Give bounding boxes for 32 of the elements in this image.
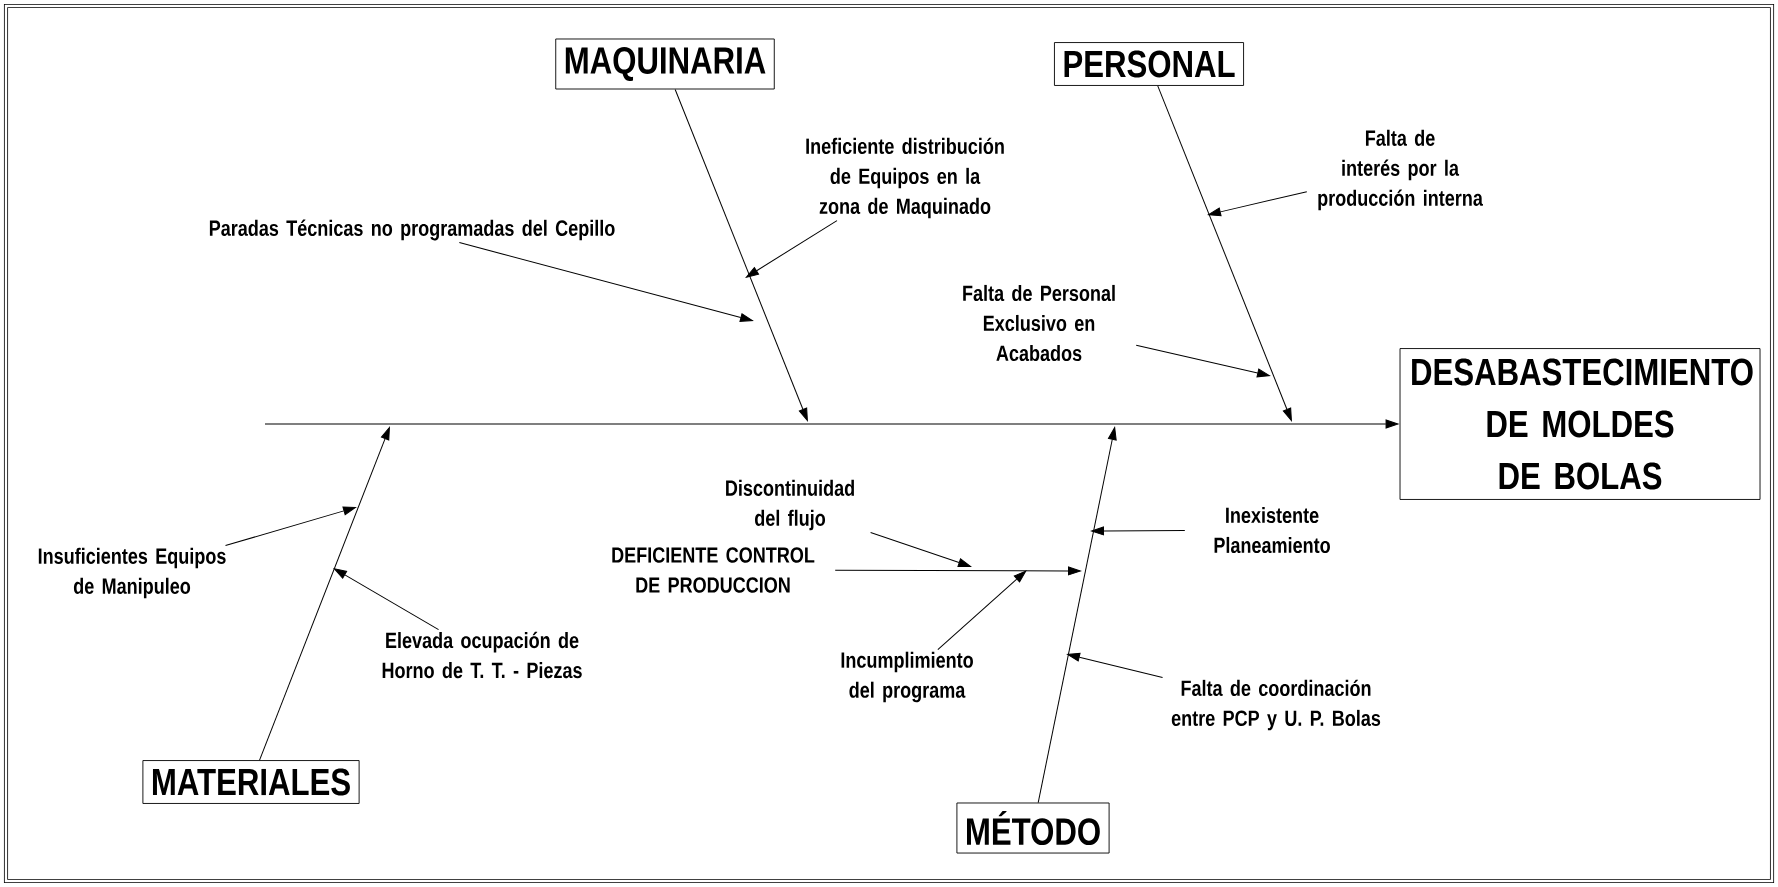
category-box: MAQUINARIA: [555, 38, 775, 90]
cause-text: Ineficiente distribución de Equipos en la zona de Maquinado: [806, 137, 1004, 219]
cause-text: Incumplimiento del programa: [841, 651, 973, 703]
cause-text: Falta de coordinación entre PCP y U. P. Bolas: [1171, 679, 1381, 731]
arrow: [1037, 427, 1117, 804]
spine-arrow: [264, 419, 1399, 429]
category-box: MATERIALES: [142, 760, 360, 804]
category-box: MÉTODO: [956, 802, 1110, 854]
cause-text: Discontinuidad del flujo: [726, 479, 854, 531]
arrow: [1091, 526, 1186, 536]
arrow: [1208, 191, 1308, 217]
arrow: [1067, 652, 1164, 678]
arrow: [674, 88, 808, 421]
cause-text: Paradas Técnicas no programadas del Cepillo: [209, 219, 615, 241]
category-box: PERSONAL: [1054, 42, 1245, 86]
cause-text: Inexistente Planeamiento: [1214, 506, 1330, 554]
arrow: [745, 220, 838, 278]
arrow: [1135, 344, 1270, 378]
cause-text: Falta de interés por la producción interna: [1318, 129, 1483, 211]
arrow: [870, 531, 971, 567]
arrow: [458, 242, 753, 322]
cause-text: Elevada ocupación de Horno de T. T. - Piezas: [382, 631, 582, 679]
arrow: [937, 570, 1027, 650]
arrow: [1157, 85, 1292, 421]
effect-box: DESABASTECIMIENTO DE MOLDES DE BOLAS: [1399, 348, 1761, 500]
arrow: [333, 568, 440, 631]
arrow: [225, 506, 356, 547]
cause-text: DEFICIENTE CONTROL DE PRODUCCION: [612, 547, 815, 593]
arrow: [259, 427, 390, 761]
cause-text: Insuficientes Equipos de Manipuleo: [38, 547, 226, 599]
cause-text: Falta de Personal Exclusivo en Acabados: [963, 284, 1115, 362]
arrow: [834, 566, 1081, 576]
